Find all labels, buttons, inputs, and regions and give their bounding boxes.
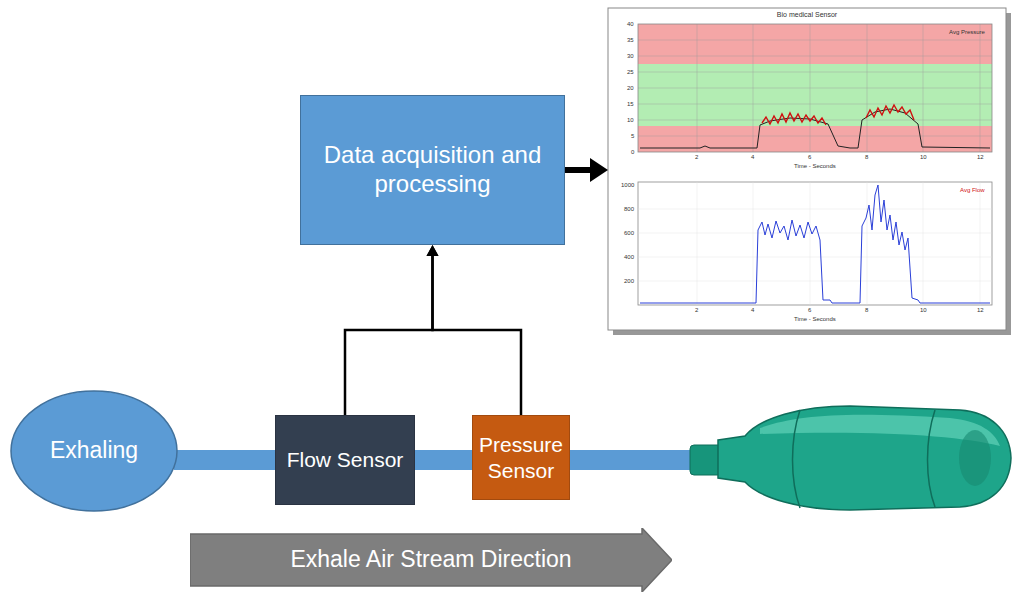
node-text: Exhale Air Stream Direction bbox=[290, 546, 571, 574]
chart-label: Time - Seconds bbox=[794, 316, 836, 322]
monitor-screenshot bbox=[608, 8, 1011, 335]
direction-arrow: Exhale Air Stream Direction bbox=[190, 528, 672, 592]
chart-label: 6 bbox=[808, 154, 811, 160]
chart-label: 40 bbox=[627, 21, 634, 27]
chart-label: 200 bbox=[624, 278, 634, 284]
connector bbox=[565, 158, 608, 182]
chart-label: 4 bbox=[751, 307, 754, 313]
flow-chart bbox=[638, 182, 992, 305]
chart-label: 12 bbox=[977, 307, 984, 313]
flow-trace bbox=[640, 185, 990, 303]
panel-ground bbox=[608, 8, 1006, 330]
alarm-band bbox=[638, 24, 992, 64]
chart-label: 1000 bbox=[621, 182, 634, 188]
node-text: Data acquisition and processing bbox=[315, 141, 550, 199]
process-box: Data acquisition and processing bbox=[300, 95, 565, 245]
chart-label: Avg Pressure bbox=[949, 29, 985, 35]
source-ellipse: Exhaling bbox=[10, 390, 178, 512]
pressure-trace bbox=[640, 109, 990, 148]
connector bbox=[174, 460, 276, 461]
pressure-markers bbox=[866, 105, 914, 120]
connector-line bbox=[411, 450, 473, 470]
pressure-markers bbox=[762, 113, 826, 125]
chart-label: 5 bbox=[631, 133, 634, 139]
chart-label: 6 bbox=[808, 307, 811, 313]
chart-label: 600 bbox=[624, 230, 634, 236]
pressure-chart bbox=[638, 24, 992, 152]
chart-label: 10 bbox=[627, 117, 634, 123]
chart-label: 400 bbox=[624, 254, 634, 260]
sensor-box: Flow Sensor bbox=[275, 415, 415, 505]
monitor-screen: Bio medical Sensor bbox=[608, 8, 1006, 330]
connector-line bbox=[433, 254, 522, 415]
direction-arrow-shape bbox=[190, 528, 672, 592]
connector-line bbox=[565, 167, 594, 173]
arrow-head bbox=[427, 245, 439, 256]
chart-label: 8 bbox=[865, 154, 868, 160]
chart-label: 8 bbox=[865, 307, 868, 313]
node-text: Bio medical Sensor bbox=[777, 11, 837, 19]
sensor-box: Pressure Sensor bbox=[472, 415, 570, 500]
connector-line bbox=[174, 450, 276, 470]
connector-line bbox=[345, 254, 433, 415]
source-ellipse-shape bbox=[11, 391, 177, 511]
chart-label: 2 bbox=[695, 307, 698, 313]
air-tube bbox=[560, 450, 702, 470]
arrow-head bbox=[427, 245, 439, 256]
chart-label: 20 bbox=[627, 85, 634, 91]
connector bbox=[345, 245, 439, 415]
connector bbox=[427, 245, 522, 415]
chart-label: 35 bbox=[627, 37, 634, 43]
chart-label: 4 bbox=[751, 154, 754, 160]
chart-label: 10 bbox=[920, 307, 927, 313]
node-text: Flow Sensor bbox=[287, 447, 404, 472]
node-text: Exhaling bbox=[50, 437, 138, 465]
chart-label: 10 bbox=[920, 154, 927, 160]
arrow-head bbox=[590, 158, 608, 182]
chart-label: 25 bbox=[627, 69, 634, 75]
chart-label: 800 bbox=[624, 206, 634, 212]
node-text: Pressure Sensor bbox=[477, 432, 565, 482]
chart-label: 2 bbox=[695, 154, 698, 160]
inhaler-illustration bbox=[690, 406, 1011, 510]
grid bbox=[638, 24, 992, 152]
chart-label: Time - Seconds bbox=[794, 163, 836, 169]
chart-label: 30 bbox=[627, 53, 634, 59]
normal-band bbox=[638, 64, 992, 126]
connector bbox=[411, 460, 473, 461]
chart-label: Avg Flow bbox=[960, 187, 985, 193]
chart-label: 0 bbox=[631, 149, 634, 155]
chart-label: 12 bbox=[977, 154, 984, 160]
chart-label: 15 bbox=[627, 101, 634, 107]
